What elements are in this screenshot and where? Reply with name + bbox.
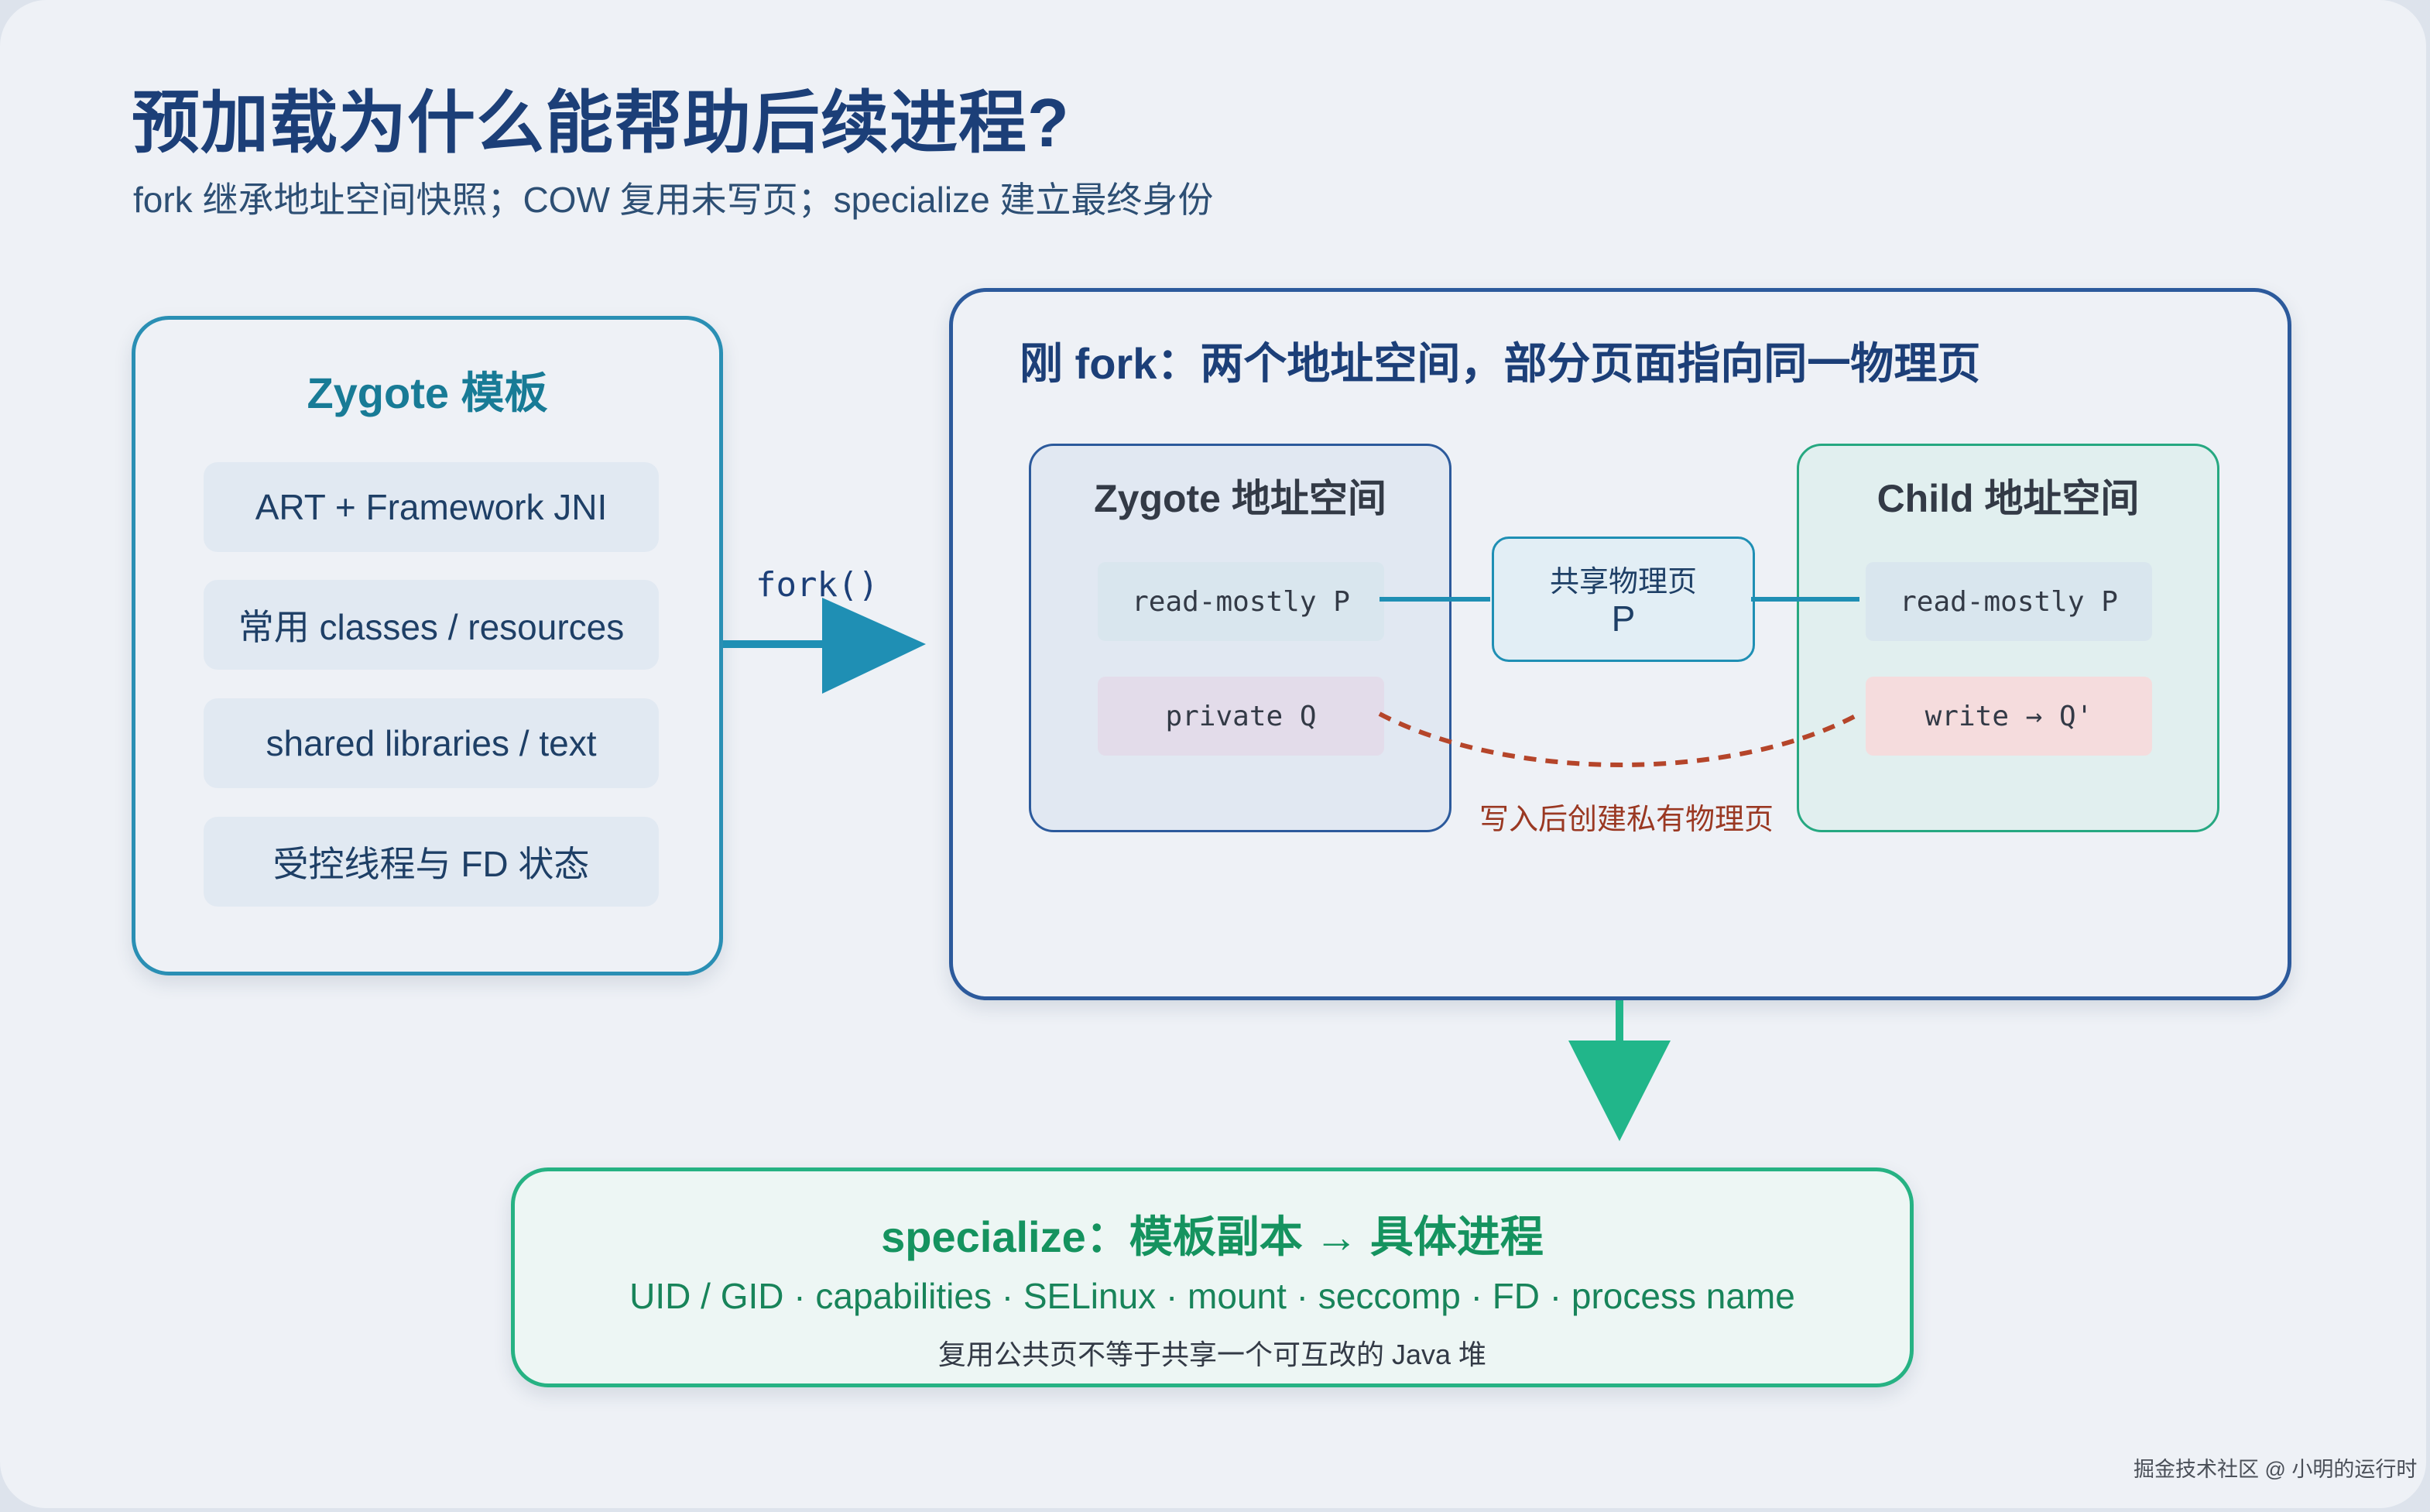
- shared-physical-page-label: 共享物理页: [1549, 566, 1697, 598]
- template-item: 常用 classes / resources: [204, 580, 659, 670]
- child-shared-page: read-mostly P: [1866, 562, 2152, 641]
- after-fork-title: 刚 fork：两个地址空间，部分页面指向同一物理页: [1020, 339, 1981, 388]
- template-item: ART + Framework JNI: [204, 462, 659, 552]
- child-written-page: write → Q': [1866, 677, 2152, 756]
- cow-write-note: 写入后创建私有物理页: [1479, 804, 1774, 836]
- zygote-template-card: Zygote 模板 ART + Framework JNI 常用 classes…: [132, 316, 723, 975]
- specialize-note: 复用公共页不等于共享一个可互改的 Java 堆: [937, 1339, 1487, 1370]
- cow-dashed-curve: [1378, 711, 1861, 767]
- child-address-space-title: Child 地址空间: [1876, 477, 2140, 520]
- fork-call-label: fork(): [756, 565, 879, 605]
- specialize-items: UID / GID · capabilities · SELinux · mou…: [629, 1276, 1795, 1316]
- page-title: 预加载为什么能帮助后续进程?: [132, 84, 1070, 161]
- template-item: shared libraries / text: [204, 698, 659, 788]
- specialize-title: specialize：模板副本 → 具体进程: [881, 1212, 1544, 1261]
- fork-arrow: [723, 598, 926, 694]
- page-subtitle: fork 继承地址空间快照；COW 复用未写页；specialize 建立最终身…: [133, 180, 1214, 220]
- zygote-template-title: Zygote 模板: [307, 369, 548, 417]
- fork-arrowhead: [822, 598, 926, 694]
- after-fork-card: 刚 fork：两个地址空间，部分页面指向同一物理页 Zygote 地址空间 re…: [949, 288, 2291, 1000]
- template-item: 受控线程与 FD 状态: [204, 817, 659, 907]
- shared-physical-page-name: P: [1611, 598, 1636, 639]
- zygote-shared-page: read-mostly P: [1098, 562, 1384, 641]
- specialize-card: specialize：模板副本 → 具体进程 UID / GID · capab…: [511, 1167, 1914, 1387]
- zygote-address-space-title: Zygote 地址空间: [1094, 477, 1386, 520]
- watermark: 掘金技术社区 @ 小明的运行时: [2134, 1458, 2418, 1481]
- shared-physical-page: 共享物理页 P: [1492, 537, 1755, 662]
- specialize-arrowhead: [1568, 1041, 1671, 1141]
- child-address-space: Child 地址空间 read-mostly P write → Q': [1797, 444, 2219, 832]
- zygote-address-space: Zygote 地址空间 read-mostly P private Q: [1029, 444, 1451, 832]
- zygote-private-page: private Q: [1098, 677, 1384, 756]
- specialize-arrow: [1568, 1000, 1671, 1141]
